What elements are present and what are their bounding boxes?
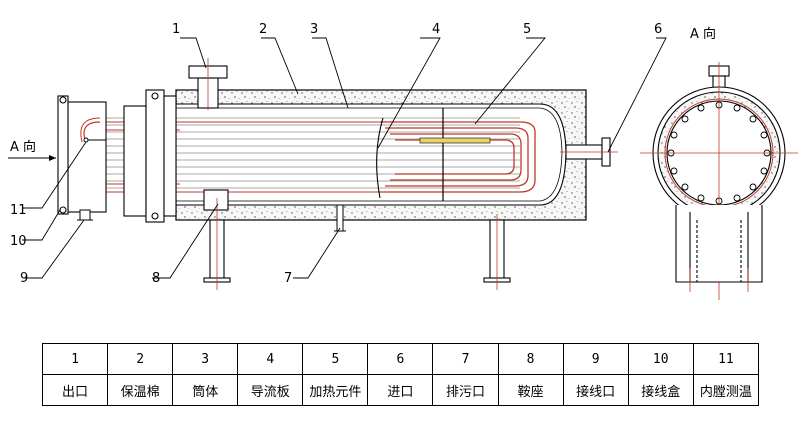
legend-name: 导流板 [237, 374, 304, 406]
side-view [640, 62, 798, 300]
legend-name: 加热元件 [302, 374, 369, 406]
legend-number-row: 1 2 3 4 5 6 7 8 9 10 11 [41, 343, 760, 375]
legend-number: 7 [432, 343, 499, 375]
legend-name: 内膛测温 [692, 374, 760, 406]
legend-name: 接线盒 [627, 374, 694, 406]
junction-box [57, 95, 107, 215]
legend-number: 8 [497, 343, 564, 375]
legend-number: 4 [237, 343, 304, 375]
insulation-cotton [175, 89, 587, 221]
callout-5: 5 [523, 22, 531, 37]
callout-11: 11 [10, 203, 27, 218]
callout-8: 8 [152, 271, 160, 286]
wiring-port [77, 209, 93, 221]
legend-number: 2 [107, 343, 174, 375]
legend-number: 3 [172, 343, 239, 375]
legend-number: 10 [627, 343, 694, 375]
legend-name: 进口 [367, 374, 434, 406]
parts-legend-table: 1 2 3 4 5 6 7 8 9 10 11 出口 保温棉 筒体 导流板 加热… [41, 343, 760, 406]
legend-number: 9 [562, 343, 629, 375]
callout-6: 6 [654, 22, 662, 37]
legend-name: 接线口 [562, 374, 629, 406]
callout-4: 4 [432, 22, 440, 37]
legend-name: 保温棉 [107, 374, 174, 406]
view-label-right: A 向 [690, 26, 716, 42]
legend-name: 筒体 [172, 374, 239, 406]
callout-9: 9 [20, 271, 28, 286]
legend-number: 1 [41, 343, 109, 375]
callout-2: 2 [259, 22, 267, 37]
legend-number: 5 [302, 343, 369, 375]
legend-name-row: 出口 保温棉 筒体 导流板 加热元件 进口 排污口 鞍座 接线口 接线盒 内膛测… [41, 374, 760, 406]
outlet-nozzle [188, 58, 228, 110]
leader-lines [22, 37, 667, 279]
callout-10: 10 [10, 234, 27, 249]
legend-number: 11 [692, 343, 760, 375]
drain-outlet [334, 204, 346, 232]
view-label-left: A 向 [10, 139, 36, 155]
view-direction-arrow [8, 155, 56, 161]
legend-name: 出口 [41, 374, 109, 406]
baffle-plate [376, 108, 491, 201]
legend-name: 鞍座 [497, 374, 564, 406]
legend-number: 6 [367, 343, 434, 375]
legend-name: 排污口 [432, 374, 499, 406]
callout-3: 3 [310, 22, 318, 37]
callout-7: 7 [284, 271, 292, 286]
main-flange [123, 89, 177, 223]
centerlines [216, 198, 498, 290]
callout-1: 1 [172, 22, 180, 37]
